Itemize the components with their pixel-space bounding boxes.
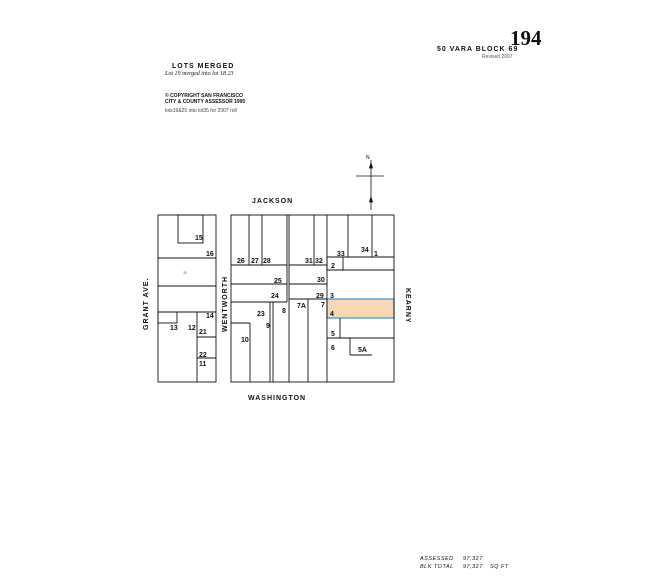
lot-number: 1: [374, 251, 378, 258]
lot-number: 14: [206, 313, 214, 320]
lot-number: 23: [257, 311, 265, 318]
vara-block-label: 50 VARA BLOCK 69: [437, 46, 519, 53]
lot-number: 33: [337, 251, 345, 258]
revised-note: Revised 2007: [482, 54, 513, 60]
lot-number: 27: [251, 258, 259, 265]
lot-number: 3: [330, 293, 334, 300]
selected-lot-4[interactable]: [326, 298, 395, 319]
assessed-value: 97,327: [463, 556, 483, 562]
lot-number: 7: [321, 302, 325, 309]
lot-lines: [157, 214, 395, 383]
street-wentworth: WENTWORTH: [222, 276, 229, 332]
block-number: 194: [510, 26, 542, 50]
lots-merged-title: LOTS MERGED: [172, 63, 235, 70]
lot-number: 24: [271, 293, 279, 300]
lot-number: 21: [199, 329, 207, 336]
lot-number: 11: [199, 361, 207, 368]
lot-number: 6: [331, 345, 335, 352]
lot-number: 5: [331, 331, 335, 338]
street-kearny: KEARNY: [404, 288, 411, 324]
lot-number: 13: [170, 325, 178, 332]
lot-number: 16: [206, 251, 214, 258]
blk-total-unit: SQ FT: [490, 564, 509, 570]
roll-note: lots19&20 into lot35 for 2007 roll: [165, 108, 237, 114]
lot-number: 15: [195, 235, 203, 242]
lots-merged-note: Lot 19 merged into lot 18 23: [165, 71, 234, 77]
lot-number[interactable]: 4: [330, 311, 334, 318]
street-jackson: JACKSON: [252, 198, 293, 205]
lot-numbers: 15 16 35 14 13 12 21 22 11 26 27 28 25 2…: [170, 235, 378, 368]
lot-number: 28: [263, 258, 271, 265]
lot-number: 8: [282, 308, 286, 315]
lot-number: 32: [315, 258, 323, 265]
lot-number: 31: [305, 258, 313, 265]
lot-number: 2: [331, 263, 335, 270]
lot-number: 34: [361, 247, 369, 254]
lot-number: 29: [316, 293, 324, 300]
lot-number: 5A: [358, 347, 367, 354]
copyright-notice: © COPYRIGHT SAN FRANCISCO CITY & COUNTY …: [165, 93, 245, 105]
lot-number: 10: [241, 337, 249, 344]
copyright-line: CITY & COUNTY ASSESSOR 1995: [165, 99, 246, 105]
lot-number: 7A: [297, 303, 306, 310]
lot-number: 26: [237, 258, 245, 265]
lot-number: 30: [317, 277, 325, 284]
assessed-label: ASSESSED: [420, 556, 454, 562]
compass-north-label: N: [366, 155, 370, 161]
blk-total-value: 97,327: [463, 564, 483, 570]
street-washington: WASHINGTON: [248, 395, 306, 402]
street-grant-ave: GRANT AVE.: [143, 278, 150, 330]
lot-number: 25: [274, 278, 282, 285]
north-arrow-icon: [356, 160, 384, 210]
lot-number: 9: [266, 323, 270, 330]
lot-number: 22: [199, 352, 207, 359]
blk-total-label: BLK TOTAL: [420, 564, 454, 570]
lot-number: 12: [188, 325, 196, 332]
copyright-line: © COPYRIGHT SAN FRANCISCO: [165, 93, 243, 99]
lot-number: 35: [183, 271, 187, 275]
